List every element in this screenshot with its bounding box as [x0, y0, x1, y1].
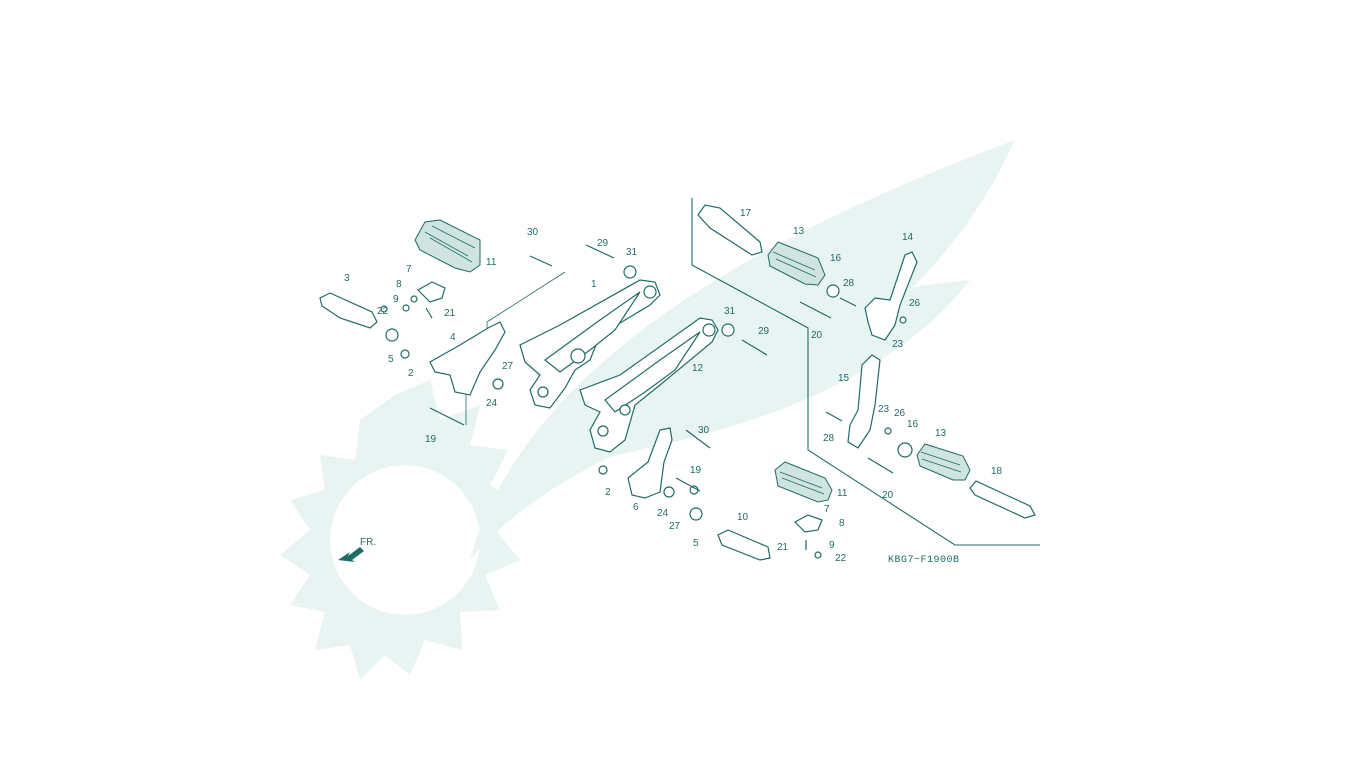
- callout: 18: [991, 466, 1003, 477]
- pivot-17: [697, 204, 763, 256]
- callout: 29: [597, 238, 609, 249]
- callout: 31: [724, 306, 736, 317]
- callout: 28: [843, 278, 855, 289]
- plate-10: [717, 529, 771, 561]
- drawing-code: KBG7−F1900B: [888, 555, 960, 566]
- callout: 2: [605, 487, 611, 498]
- callout: 7: [824, 504, 830, 515]
- callout: 22: [377, 306, 389, 317]
- callout: 30: [698, 425, 710, 436]
- callout: 26: [894, 408, 906, 419]
- callout: 11: [837, 488, 848, 499]
- callout: 14: [902, 232, 914, 243]
- callout: 3: [344, 273, 350, 284]
- wing-gear-watermark-logo: [280, 140, 1015, 680]
- callout: 9: [829, 540, 835, 551]
- callout: 28: [823, 433, 835, 444]
- callout: 20: [811, 330, 823, 341]
- callout: 24: [657, 508, 669, 519]
- callout: 10: [737, 512, 749, 523]
- footpeg-13-lower: [916, 443, 971, 481]
- callout: 13: [935, 428, 947, 439]
- callout: 19: [425, 434, 437, 445]
- stay-6: [627, 427, 673, 499]
- callout: 26: [909, 298, 921, 309]
- plate-18: [969, 480, 1036, 519]
- callout: 11: [486, 257, 497, 268]
- footpeg-11-upper: [414, 219, 481, 273]
- bracket-4: [429, 321, 506, 396]
- callout: 15: [838, 373, 850, 384]
- peg-plate-3: [319, 292, 378, 329]
- callout: 29: [758, 326, 770, 337]
- callout: 16: [830, 253, 842, 264]
- callout: 19: [690, 465, 702, 476]
- callout: 22: [835, 553, 847, 564]
- callout: 8: [396, 279, 402, 290]
- callout: 27: [502, 361, 514, 372]
- front-direction-arrow-icon: FR.: [338, 537, 376, 562]
- callout: 17: [740, 208, 752, 219]
- callout: 27: [669, 521, 681, 532]
- callout: 21: [777, 542, 789, 553]
- callout: 21: [444, 308, 456, 319]
- callout: 5: [388, 354, 394, 365]
- direction-label: FR.: [360, 537, 376, 548]
- callout-labels: 1 2 2 3 4 5 5 6 7 7 8 8 9 9 10 11 11 12 …: [344, 208, 1003, 564]
- heel-guard-15: [847, 354, 881, 449]
- callout: 1: [591, 279, 597, 290]
- footpeg-11-lower: [774, 461, 833, 503]
- callout: 16: [907, 419, 919, 430]
- small-parts: [380, 244, 913, 559]
- callout: 7: [406, 264, 412, 275]
- callout: 8: [839, 518, 845, 529]
- main-bracket-12: [579, 317, 719, 453]
- assembly-frame: [691, 198, 1040, 546]
- callout: 20: [882, 490, 894, 501]
- main-bracket-1: [519, 279, 661, 409]
- callout: 4: [450, 332, 456, 343]
- callout: 5: [693, 538, 699, 549]
- footpeg-13-upper: [767, 241, 826, 286]
- callout: 23: [878, 404, 890, 415]
- callout: 31: [626, 247, 638, 258]
- callout: 12: [692, 363, 704, 374]
- callout: 23: [892, 339, 904, 350]
- callout: 30: [527, 227, 539, 238]
- callout: 6: [633, 502, 639, 513]
- callout: 13: [793, 226, 805, 237]
- callout: 9: [393, 294, 399, 305]
- callout: 24: [486, 398, 498, 409]
- heel-guard-14: [864, 251, 918, 341]
- callout: 2: [408, 368, 414, 379]
